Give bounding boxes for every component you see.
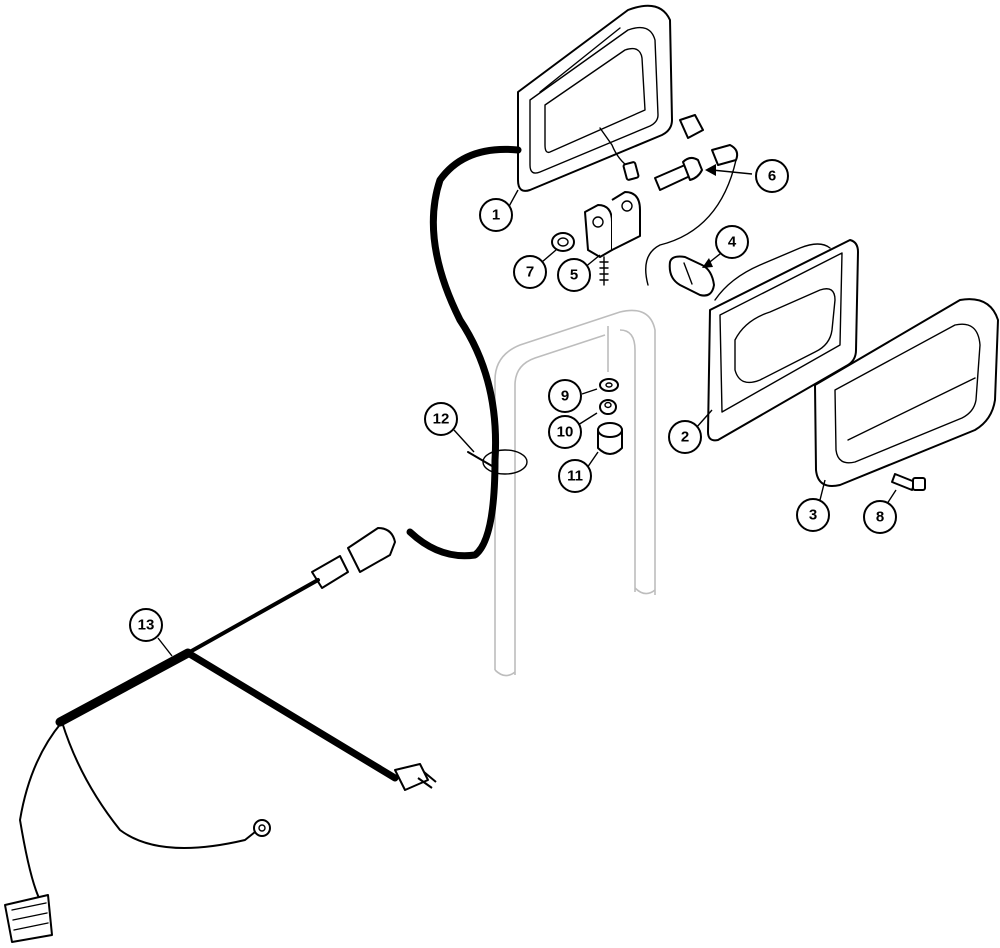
leader-lines: [157, 164, 897, 657]
callout-8: 8: [863, 500, 897, 534]
callout-label: 6: [768, 168, 776, 185]
callout-label: 8: [876, 509, 884, 526]
callout-label: 12: [433, 411, 450, 428]
callout-4: 4: [715, 225, 749, 259]
washer: [599, 378, 619, 392]
callout-label: 7: [526, 264, 534, 281]
callout-2: 2: [668, 420, 702, 454]
wiring-harness: [4, 145, 522, 943]
callout-1: 1: [479, 198, 513, 232]
callout-label: 5: [570, 267, 578, 284]
callout-9: 9: [548, 379, 582, 413]
mounting-frame-phantom: [494, 309, 656, 677]
callout-5: 5: [557, 258, 591, 292]
cable-tie: [467, 449, 528, 475]
callout-label: 1: [492, 207, 500, 224]
lamp-housing-upper: [517, 4, 739, 286]
callout-label: 9: [561, 388, 569, 405]
callout-10: 10: [548, 415, 582, 449]
callout-11: 11: [558, 459, 592, 493]
lamp-body: [707, 239, 859, 442]
lock-nut: [599, 399, 617, 415]
callout-label: 13: [138, 617, 155, 634]
callout-3: 3: [796, 498, 830, 532]
callout-label: 2: [681, 429, 689, 446]
callout-13: 13: [129, 608, 163, 642]
callout-label: 10: [557, 424, 574, 441]
callout-7: 7: [513, 255, 547, 289]
lamp-bezel: [814, 298, 999, 487]
callout-label: 4: [728, 234, 737, 251]
bolt: [654, 156, 703, 191]
callout-group: 1 2 3 4 5 6 7 8: [129, 159, 897, 642]
callout-6: 6: [755, 159, 789, 193]
mounting-bracket: [584, 191, 641, 286]
nut: [551, 232, 575, 252]
callout-label: 11: [567, 468, 583, 485]
callout-12: 12: [424, 402, 458, 436]
spacer: [597, 422, 623, 455]
callout-label: 3: [809, 507, 817, 524]
screw: [891, 473, 926, 491]
bulb: [668, 255, 715, 297]
